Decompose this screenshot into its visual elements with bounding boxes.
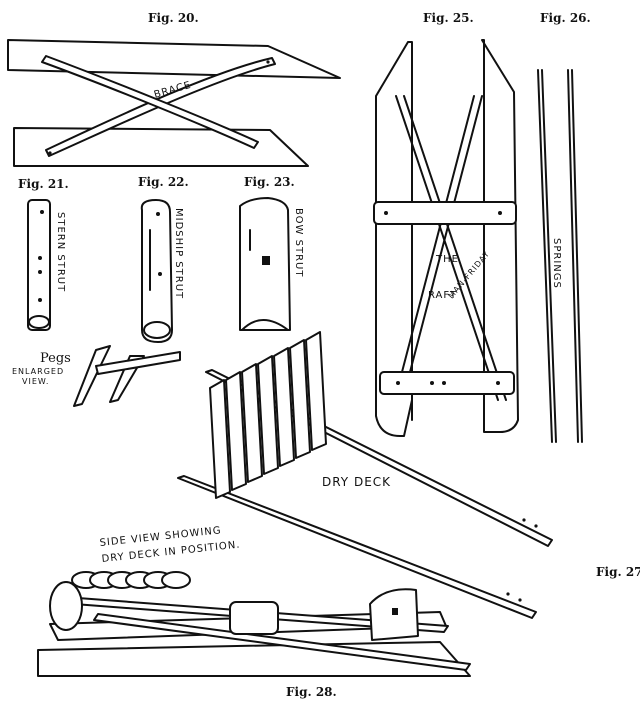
dry-deck-slat — [273, 347, 295, 467]
stern-strut-body — [27, 199, 51, 331]
spring-rod — [571, 69, 583, 443]
rail-hole — [522, 518, 526, 522]
spring-rod — [567, 69, 579, 443]
view-label: VIEW. — [22, 377, 49, 386]
strut-hole — [38, 256, 42, 260]
side-view-deck-rail — [93, 613, 471, 671]
raft-cross-brace — [403, 95, 507, 401]
dry-deck-slat — [241, 363, 263, 483]
brace-right-to-left — [41, 55, 259, 149]
enlarged-label: ENLARGED — [12, 367, 64, 376]
fig-26-caption: Fig. 26. — [540, 11, 591, 25]
rail-hole — [534, 524, 538, 528]
raft-crossbar-lower — [379, 371, 515, 395]
figure-26-drawing: SPRINGS — [537, 69, 583, 443]
dry-deck-slat — [225, 371, 247, 491]
fig-20-caption: Fig. 20. — [148, 11, 199, 25]
raft-cross-brace — [409, 95, 483, 373]
raft-left-runner — [375, 41, 413, 437]
spring-rod — [537, 69, 553, 443]
midship-strut-end-grain — [143, 321, 171, 339]
figure-25-drawing: THE MAN-FRIDAY RAFT — [373, 39, 519, 437]
midship-strut-label: MIDSHIP STRUT — [173, 208, 184, 299]
rail-hole — [506, 592, 510, 596]
fig-25-caption: Fig. 25. — [423, 11, 474, 25]
raft-title-line-3: RAFT — [428, 290, 457, 301]
spring-rod — [541, 69, 557, 443]
dry-deck-label: DRY DECK — [322, 475, 391, 489]
raft-right-runner — [481, 39, 519, 433]
brace-peg-hole — [266, 60, 270, 64]
dry-deck-slat — [289, 339, 311, 459]
bow-strut-mortise — [262, 256, 270, 265]
crossbar-hole — [442, 381, 446, 385]
stern-strut-end-grain — [28, 315, 50, 329]
dry-deck-slat — [209, 379, 231, 499]
springs-label: SPRINGS — [551, 238, 562, 289]
fig-21-caption: Fig. 21. — [18, 177, 69, 191]
strut-hole — [38, 270, 42, 274]
side-view-stern-strut — [49, 581, 83, 631]
bow-strut-drawing: BOW STRUT — [239, 197, 304, 331]
midship-strut-drawing: MIDSHIP STRUT — [140, 199, 184, 343]
pegs-label: Pegs — [40, 351, 71, 366]
crossbar-hole — [384, 211, 388, 215]
fig-22-caption: Fig. 22. — [138, 175, 189, 189]
crossbar-hole — [498, 211, 502, 215]
strut-hole — [156, 212, 160, 216]
dry-deck-slat — [305, 331, 327, 451]
bow-strut-end-grain — [241, 319, 289, 331]
strut-hole — [38, 298, 42, 302]
fig-23-caption: Fig. 23. — [244, 175, 295, 189]
figure-28-drawing — [37, 571, 471, 677]
raft-cross-brace — [395, 95, 499, 401]
crossbar-hole — [396, 381, 400, 385]
stern-strut-drawing: STERN STRUT — [27, 199, 66, 331]
crossbar-hole — [496, 381, 500, 385]
raft-cross-brace — [401, 95, 475, 373]
dry-deck-lower-rail — [177, 475, 537, 619]
rail-hole — [518, 598, 522, 602]
peg-left — [73, 345, 111, 407]
dry-deck-slat — [257, 355, 279, 475]
strut-hole — [158, 272, 162, 276]
midship-strut-body — [140, 199, 173, 343]
brace-left-to-right — [45, 57, 276, 157]
stern-strut-label: STERN STRUT — [55, 212, 66, 292]
raft-title-line-1: THE — [435, 254, 459, 265]
bow-strut-mortise — [392, 608, 398, 615]
upper-runner — [7, 39, 341, 79]
crossbar-hole — [430, 381, 434, 385]
brace-peg-hole — [48, 151, 52, 155]
side-view-midship-strut — [229, 601, 279, 635]
peg-lying — [95, 351, 181, 375]
fig-28-caption: Fig. 28. — [286, 685, 337, 699]
figure-20-drawing: BRACE — [7, 39, 341, 167]
pegs-drawing: Pegs ENLARGED VIEW. — [12, 345, 181, 407]
bow-strut-label: BOW STRUT — [293, 208, 304, 277]
figure-27-drawing: DRY DECK — [177, 331, 553, 619]
raft-crossbar-upper — [373, 201, 517, 225]
side-view-deck-slat — [161, 571, 191, 589]
fig-27-caption: Fig. 27 — [596, 565, 640, 579]
strut-hole — [40, 210, 44, 214]
